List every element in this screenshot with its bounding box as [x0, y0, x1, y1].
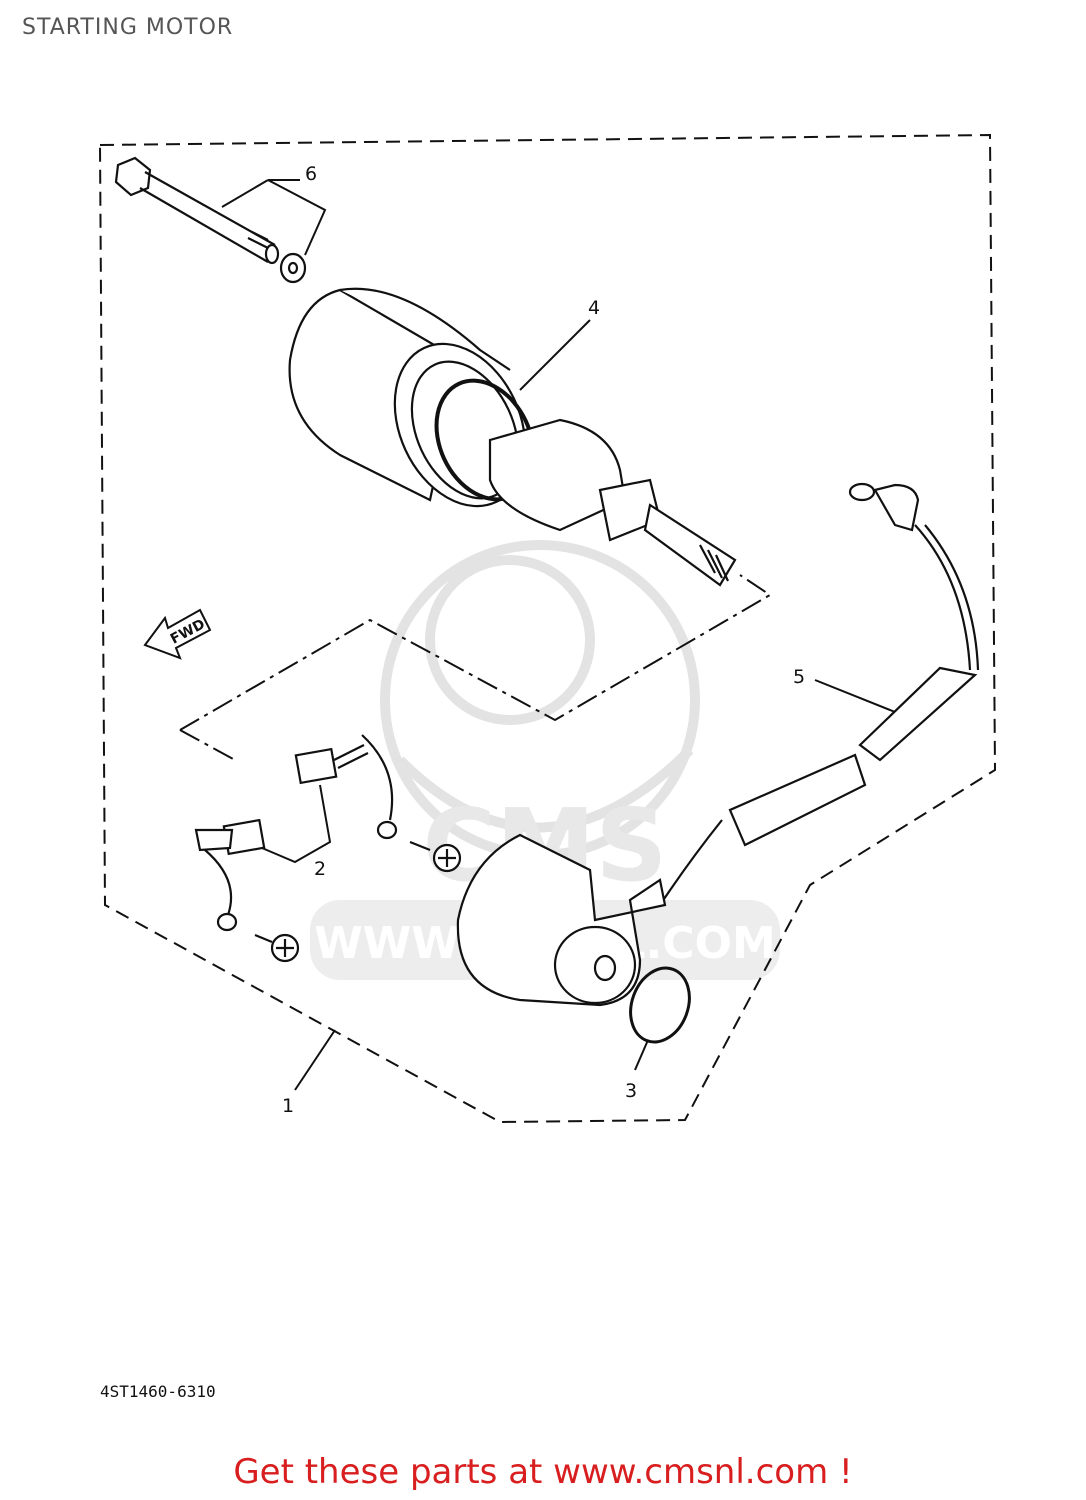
- callout-6-leader: [221, 179, 327, 256]
- callout-2-leader: [261, 784, 332, 864]
- brushes-part-2: [194, 734, 398, 932]
- callout-6: 6: [305, 163, 317, 185]
- fwd-arrow-icon: FWD: [143, 608, 212, 660]
- screws: [254, 840, 462, 963]
- callout-5-leader: [814, 679, 896, 713]
- motor-yoke: [288, 287, 527, 508]
- brush-plate-outline: [179, 574, 772, 761]
- callout-3-leader: [634, 1039, 649, 1071]
- bolt-and-washer: [114, 156, 307, 284]
- end-cover: [456, 833, 667, 1007]
- footer-link[interactable]: Get these parts at www.cmsnl.com !: [233, 1452, 853, 1492]
- diagram-code: 4ST1460-6310: [100, 1382, 216, 1401]
- callout-1: 1: [282, 1095, 294, 1117]
- assembly-outline: [98, 133, 997, 1124]
- callout-4: 4: [588, 297, 600, 319]
- callout-2: 2: [314, 858, 326, 880]
- armature-shaft: [488, 418, 737, 587]
- callout-4-leader: [519, 319, 591, 391]
- callout-1-leader: [294, 1029, 336, 1091]
- page-title: STARTING MOTOR: [22, 15, 234, 40]
- callout-5: 5: [793, 666, 805, 688]
- lead-wire-part-5: [659, 482, 980, 906]
- callout-3: 3: [625, 1080, 637, 1102]
